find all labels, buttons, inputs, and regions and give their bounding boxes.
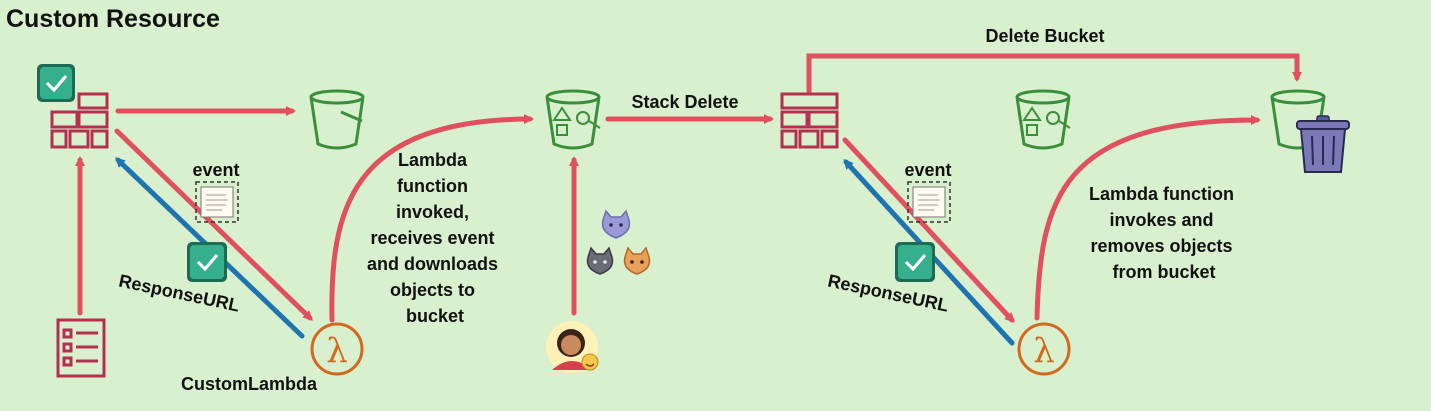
arrow-lambda-to-bucket [329,114,534,323]
cloudformation-stack-icon [780,92,839,149]
arrow-stack2-to-lambda [842,137,1015,323]
event-document-icon [907,181,951,223]
arrow-stack-to-lambda [114,128,313,321]
lambda-invoked-line: receives event [370,228,494,248]
lambda-removes-line: from bucket [1112,262,1215,282]
lambda-removes-line: removes objects [1090,236,1232,256]
delete-bucket-label: Delete Bucket [985,26,1104,46]
lambda-invoked-line: invoked, [396,202,469,222]
cat-images-icon [586,209,651,275]
lambda-icon: λ [310,322,364,376]
check-icon [187,242,227,282]
lambda-icon: λ [1017,322,1071,376]
event-label: event [904,160,951,180]
stack-delete-label: Stack Delete [631,92,738,112]
s3-bucket-icon [1015,89,1071,150]
user-avatar-icon [546,321,599,373]
lambda-invoked-line: and downloads [367,254,498,274]
lambda-invoked-line: Lambda [398,150,468,170]
cloudformation-stack-icon [50,92,109,149]
check-icon [895,242,935,282]
diagram-title: Custom Resource [6,5,220,33]
event-document-icon [195,181,239,223]
lambda-invoked-line: function [397,176,468,196]
trash-can-icon [1296,115,1350,173]
arrows [75,53,1302,346]
lambda-removes-line: invokes and [1109,210,1213,230]
svg-text:λ: λ [1033,331,1055,371]
lambda-removes-text: Lambda function invokes and removes obje… [1089,184,1239,282]
lambda-invoked-text: Lambda function invoked, receives event … [367,150,503,326]
lambda-invoked-line: objects to [390,280,475,300]
s3-bucket-icon [545,89,601,150]
svg-text:λ: λ [326,331,348,371]
event-label: event [192,160,239,180]
custom-lambda-label: CustomLambda [181,374,318,394]
lambda-invoked-line: bucket [406,306,464,326]
arrow-delete-bucket [806,53,1302,95]
s3-bucket-icon [309,89,365,150]
lambda-removes-line: Lambda function [1089,184,1234,204]
arrow-lambda2-to-bucket [1034,115,1261,321]
template-checklist-icon [56,318,106,378]
check-icon [37,64,75,102]
